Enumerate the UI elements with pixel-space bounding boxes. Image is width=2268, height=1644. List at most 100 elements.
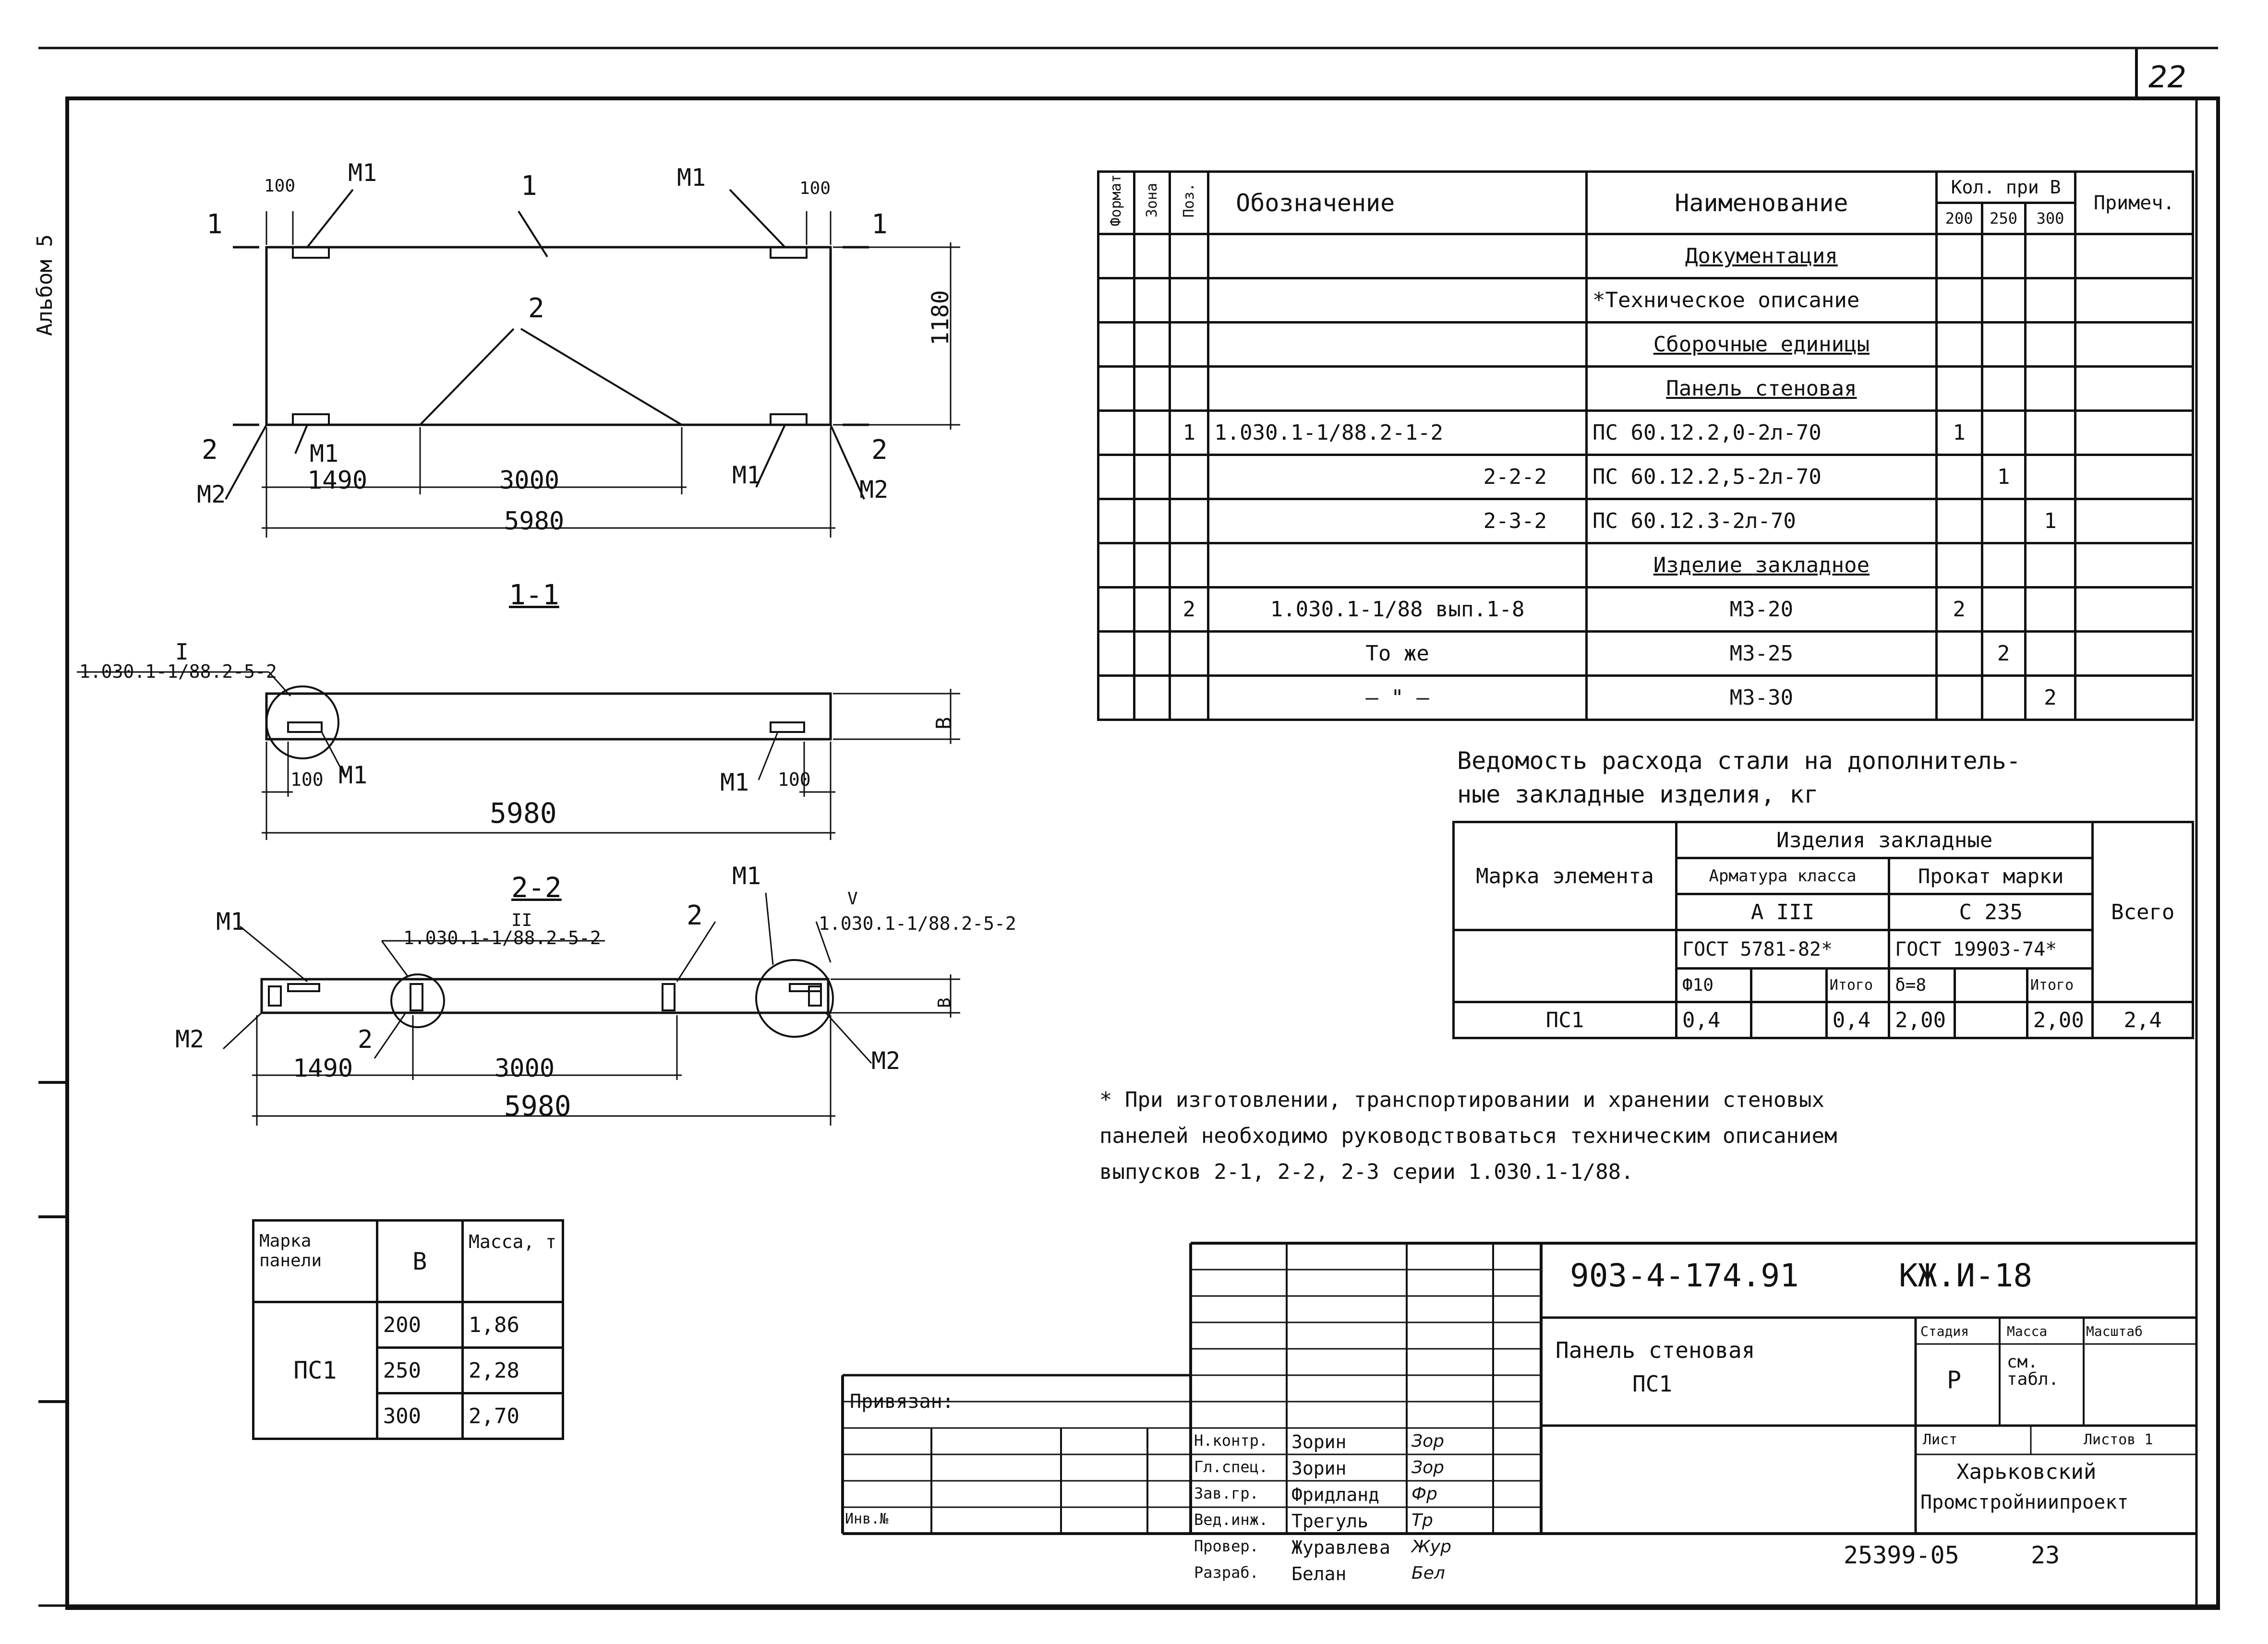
spec-cell-q300	[2024, 233, 2077, 279]
spec-cell-name: *Техническое описание	[1585, 277, 1938, 324]
title-list-header: Лист	[1923, 1431, 1958, 1448]
spec-cell-empty	[1133, 630, 1171, 677]
col-250-header: 250	[1980, 202, 2027, 235]
section-2-2-ref-code-right: 1.030.1-1/88.2-5-2	[819, 913, 1016, 934]
steel-h-mark: Марка элемента	[1452, 821, 1677, 931]
spec-cell-pos: 2	[1169, 586, 1210, 633]
spec-cell-empty	[1097, 321, 1135, 368]
section-mark-2-left: 2	[202, 434, 218, 466]
spec-cell-designation: То же	[1207, 630, 1588, 677]
title-lists-header: Листов 1	[2084, 1431, 2153, 1448]
spec-cell-empty	[1133, 321, 1171, 368]
title-role-signature: Фр	[1411, 1484, 1437, 1504]
spec-cell-empty	[2074, 277, 2194, 324]
steel-h-delta: δ=8	[1888, 967, 1956, 1003]
steel-row-itogo1: 0,4	[1825, 1001, 1891, 1039]
section-2-2-leader-2-bottom: 2	[358, 1025, 373, 1054]
spec-cell-q200	[1935, 674, 1983, 721]
spec-cell-q300	[2024, 542, 2077, 588]
label-m1-bottom-right: M1	[732, 461, 761, 489]
steel-h-items: Изделия закладные	[1675, 821, 2094, 859]
spec-cell-designation	[1207, 233, 1588, 279]
spec-cell-q300	[2024, 586, 2077, 633]
spec-cell-empty	[1133, 586, 1171, 633]
section-1-1-m1-left: M1	[338, 761, 368, 789]
steel-row-total: 2,4	[2091, 1001, 2194, 1039]
spec-row: Документация	[1097, 233, 2194, 279]
mass-table: Марка панели B Масса, т ПС1 200 1,86 250…	[252, 1219, 564, 1440]
label-m1-top-left: M1	[348, 159, 377, 187]
spec-cell-designation: — " —	[1207, 674, 1588, 721]
title-role-signature: Бел	[1411, 1563, 1445, 1583]
title-role-name: Журавлева	[1291, 1537, 1390, 1558]
note-line-1: * При изготовлении, транспортировании и …	[1099, 1088, 1824, 1112]
steel-row-phi10: 0,4	[1675, 1001, 1753, 1039]
spec-cell-empty	[2074, 630, 2194, 677]
dim-1490: 1490	[307, 466, 368, 495]
section-1-1-dim-100-right: 100	[778, 769, 811, 790]
spec-cell-pos	[1169, 365, 1210, 412]
steel-h-c235: С 235	[1888, 893, 2094, 931]
spec-cell-name: МЗ-25	[1585, 630, 1938, 677]
col-note-header: Примеч.	[2074, 170, 2194, 235]
spec-cell-name: Документация	[1585, 233, 1938, 279]
spec-cell-pos	[1169, 233, 1210, 279]
spec-cell-designation: 1.030.1-1/88 вып.1-8	[1207, 586, 1588, 633]
spec-cell-q200: 1	[1935, 409, 1983, 456]
col-designation-header: Обозначение	[1207, 170, 1588, 235]
spec-cell-pos	[1169, 498, 1210, 544]
title-role-signature: Жур	[1411, 1537, 1451, 1557]
steel-h-aiii: А III	[1675, 893, 1891, 931]
spec-cell-q300	[2024, 365, 2077, 412]
title-role-signature: Зор	[1411, 1458, 1444, 1477]
spec-cell-designation	[1207, 277, 1588, 324]
spec-cell-q250	[1980, 233, 2027, 279]
section-2-2-m1-right: M1	[732, 862, 761, 890]
spec-row: *Техническое описание	[1097, 277, 2194, 324]
steel-h-phi10: Ф10	[1675, 967, 1753, 1003]
sheet-number: 22	[2148, 60, 2186, 95]
title-role-name: Трегуль	[1291, 1511, 1369, 1532]
spec-cell-empty	[1097, 454, 1135, 500]
mass-value-2: 2,70	[461, 1392, 564, 1440]
section-2-2-m2-right: M2	[871, 1047, 901, 1075]
title-role: Н.контр.	[1194, 1431, 1268, 1450]
section-2-2-ref-mark-v: V	[847, 889, 858, 909]
spec-cell-q250: 1	[1980, 454, 2027, 500]
spec-cell-q200	[1935, 277, 1983, 324]
spec-cell-pos: 1	[1169, 409, 1210, 456]
section-1-1-m1-right: M1	[720, 768, 749, 796]
section-2-2-m2-left: M2	[175, 1025, 205, 1053]
steel-h-blank-2	[1953, 967, 2028, 1003]
steel-h-rebar: Арматура класса	[1675, 857, 1891, 895]
spec-cell-q300	[2024, 277, 2077, 324]
spec-cell-pos	[1169, 454, 1210, 500]
section-2-2-title: 2-2	[511, 871, 562, 904]
title-role: Разраб.	[1194, 1563, 1259, 1582]
spec-cell-pos	[1169, 277, 1210, 324]
spec-cell-empty	[1133, 233, 1171, 279]
steel-h-gost1: ГОСТ 5781-82*	[1675, 929, 1891, 970]
mass-b-2: 300	[375, 1392, 464, 1440]
dim-100-right: 100	[799, 179, 831, 198]
spec-cell-q250	[1980, 277, 2027, 324]
steel-h-itogo1: Итого	[1825, 967, 1891, 1003]
label-m1-bottom-left: M1	[310, 440, 339, 468]
steel-h-rolled: Прокат марки	[1888, 857, 2094, 895]
steel-empty-2	[1452, 968, 1677, 1003]
spec-cell-q300	[2024, 630, 2077, 677]
spec-cell-q250	[1980, 409, 2027, 456]
spec-cell-name: ПС 60.12.3-2л-70	[1585, 498, 1938, 544]
spec-cell-q300	[2024, 454, 2077, 500]
label-m2-bottom-right: M2	[859, 476, 889, 504]
steel-table-title-1: Ведомость расхода стали на дополнитель-	[1457, 747, 2021, 775]
steel-row-ps1: ПС1 0,4 0,4 2,00 2,00 2,4	[1452, 1001, 2194, 1039]
section-1-1-dim-100-left: 100	[290, 769, 324, 790]
spec-cell-pos	[1169, 321, 1210, 368]
